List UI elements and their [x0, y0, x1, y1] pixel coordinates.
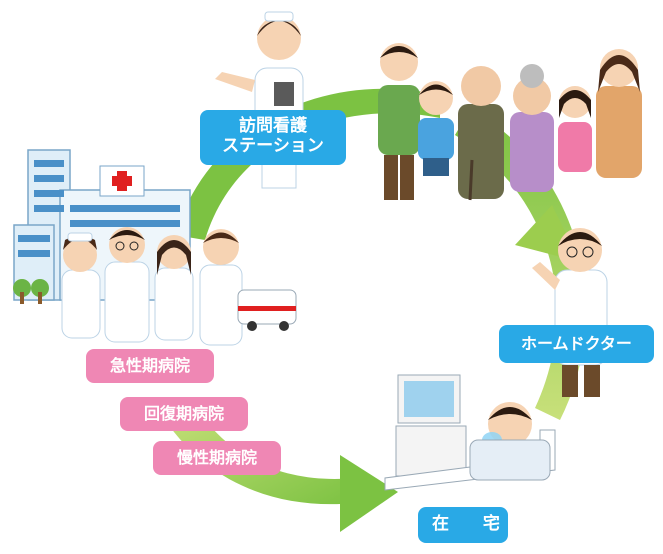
visiting-nurse-station-label-line2: ステーション — [222, 136, 324, 157]
father-figure — [378, 43, 420, 200]
grandmother-figure — [510, 64, 554, 192]
family-illustration — [378, 43, 642, 201]
home-patient-illustration — [384, 374, 556, 491]
recovery-hospital-label: 回復期病院 — [120, 397, 248, 431]
doctor-figure-2 — [154, 235, 194, 341]
ambulance-icon — [237, 289, 297, 331]
girl-figure — [558, 86, 592, 172]
acute-hospital-label: 急性期病院 — [86, 349, 214, 383]
arrow-bottom-head — [340, 455, 398, 532]
doctor-figure-1 — [104, 227, 150, 343]
cane-icon — [468, 159, 474, 201]
home-care-label: 在 宅 — [418, 507, 508, 543]
grandfather-figure — [458, 66, 504, 201]
red-cross-icon-bar — [112, 176, 132, 186]
nurse-figure — [61, 232, 101, 339]
boy-figure — [418, 81, 454, 176]
visiting-nurse-station-label-line1: 訪問看護 — [239, 116, 307, 136]
doctor-figure-3 — [199, 229, 243, 346]
home-doctor-illustration — [532, 228, 608, 397]
home-doctor-label: ホームドクター — [499, 325, 654, 363]
mother-figure — [596, 49, 642, 178]
hospital-staff-illustration — [61, 227, 297, 346]
visiting-nurse-station-label: 訪問看護 ステーション — [200, 110, 346, 165]
trees — [13, 279, 49, 304]
chronic-hospital-label: 慢性期病院 — [153, 441, 281, 475]
hospital-windows — [18, 160, 180, 257]
